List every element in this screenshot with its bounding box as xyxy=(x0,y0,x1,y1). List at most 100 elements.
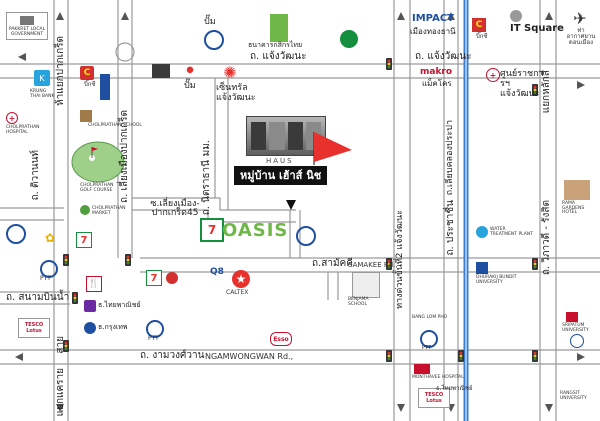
project-name: หมู่บ้าน เฮ้าส์ นิช xyxy=(234,166,328,185)
building-icon xyxy=(152,64,170,78)
road-arrows xyxy=(15,12,585,412)
rangsit-icon xyxy=(570,334,584,348)
bigc-right-icon: C xyxy=(472,18,486,32)
road-label-pakkret: ห้าแยกปากเกร็ด xyxy=(55,36,66,106)
road-label-ngamwongwan-th: ถ. งามวงศ์วาน xyxy=(140,350,205,361)
rama-garden-label: RAMA GARDENS HOTEL xyxy=(562,201,585,215)
oasis-label: OASIS xyxy=(222,220,289,241)
caltex-icon: ★ xyxy=(232,270,250,288)
roundabout xyxy=(115,42,135,62)
gov-complex-label: ศูนย์ราชการฯ แจ้งวัฒนะ xyxy=(500,69,544,99)
chol-golf-label: CHOLPRATHAN GOLF COURSE xyxy=(80,183,114,193)
montawee-icon xyxy=(414,364,430,374)
chol-hospital-icon: + xyxy=(6,112,18,124)
dhurakij-label: DHURAKIJ BUNDIT UNIVERSITY xyxy=(476,275,517,285)
water-plant-label: WATER TREATMENT PLANT xyxy=(490,227,533,237)
ptt-left-b-icon xyxy=(40,260,58,278)
krungthai-label: KRUNG THAI BANK xyxy=(30,89,55,99)
ptt-c-icon xyxy=(146,320,164,338)
impact-label: IMPACT xyxy=(412,13,454,24)
wat-label: BANG LOM PHO xyxy=(412,315,448,320)
chol-market-icon xyxy=(80,205,90,215)
traffic-signals xyxy=(63,58,538,362)
kbank-icon xyxy=(340,30,358,48)
ptt-a-label: PTT xyxy=(40,275,51,282)
road-label-nitradhani: ถ. นิตราธานี xyxy=(201,160,212,216)
it-square-icon xyxy=(510,10,522,22)
golf-green xyxy=(71,141,125,183)
bbl-label: ธ.กรุงเทพ xyxy=(98,323,128,331)
water-plant-icon xyxy=(476,226,488,238)
road-label-sanambin: ถ. สนามบินน้ำ xyxy=(6,292,70,303)
ptt-oasis-icon xyxy=(296,226,316,246)
scb-icon xyxy=(84,300,96,312)
seven-left-icon: 7 xyxy=(76,232,92,248)
project-building-icon xyxy=(246,116,326,156)
makro-label: makro xyxy=(420,67,453,77)
central-tower-icon xyxy=(270,14,288,42)
tesco-tower-icon xyxy=(100,74,110,100)
airplane-icon: ✈ xyxy=(573,8,587,28)
bbl-icon xyxy=(84,322,96,334)
dhurakij-icon xyxy=(476,262,488,274)
ptt-top-icon xyxy=(204,30,224,50)
sripatum-label: SRIPATUM UNIVERSITY xyxy=(562,323,589,333)
seven-center-icon: 7 xyxy=(146,270,162,286)
muang-thong-label: เมืองทองธานี xyxy=(410,27,456,36)
project-arrow xyxy=(286,200,296,210)
bigc-left-label: บิ๊กซี xyxy=(84,81,96,88)
makro-th-label: แม็คโคร xyxy=(422,79,452,88)
pump-center-icon xyxy=(166,272,178,284)
scb-right-label: ธ.ไทยพาณิชย์ xyxy=(436,385,473,392)
road-label-khlong-prapa: ถ.เลียบคลองประปา xyxy=(445,120,455,196)
bigc-right-label: บิ๊กซี xyxy=(476,33,488,40)
tesco-right-icon: TESCO Lotus xyxy=(418,388,450,408)
airport-label: ท่าอากาศยาน ดอนเมือง xyxy=(566,27,596,46)
krungthai-bank-icon: K xyxy=(34,70,50,86)
central-logo-icon: ✺ xyxy=(223,62,237,82)
road-label-express: ทางด่วนขั้นที่2 แจ้งวัฒนะ xyxy=(395,210,405,309)
road-label-samakkee-th: ถ.สามัคคี xyxy=(312,258,353,269)
project-brand: HAUS xyxy=(266,157,294,165)
sripatum-icon xyxy=(566,312,578,322)
it-square-label: IT Square xyxy=(510,23,564,34)
pakkret-govt-icon: PAKKRET LOCAL GOVERNMENT xyxy=(6,12,48,40)
road-label-chaengwattana-right: ถ. แจ้งวัฒนะ xyxy=(415,51,472,62)
kbank-label: ธนาคารกสิกรไทย xyxy=(248,41,303,49)
road-label-chaengwattana-top: ถ. แจ้งวัฒนะ xyxy=(250,51,307,62)
scb-label: ธ.ไทยพาณิชย์ xyxy=(98,301,141,309)
temple-icon: ✿ xyxy=(44,231,56,245)
bigc-left-icon: C xyxy=(80,66,94,80)
rama-garden-icon xyxy=(564,180,590,200)
caltex-label: CALTEX xyxy=(226,289,249,296)
road-label-tiwanon: ถ. ติวานนท์ xyxy=(30,150,41,201)
ptt-d-icon xyxy=(420,330,438,348)
benjama-label: BENJAMA SCHOOL xyxy=(348,297,369,307)
ptt-d-label: PTT xyxy=(422,345,432,351)
chol-school-label: CHOLPRATHAN SCHOOL xyxy=(88,123,142,128)
ptt-c-label: PTT xyxy=(148,335,159,342)
road-soi-45-a xyxy=(132,197,296,211)
road-label-prachachuen: ถ. ประชาชื่น xyxy=(445,200,456,256)
road-label-lai: สาย xyxy=(55,336,66,354)
pump-shell-label: ปั๊ม xyxy=(184,81,196,91)
pump-top-label: ปั๊ม xyxy=(204,17,216,27)
road-soi-45-b xyxy=(132,209,296,223)
benjama-icon xyxy=(352,272,380,298)
chol-hospital-label: CHOLPRATHAN HOSPITAL xyxy=(6,125,40,135)
ptt-left-a-icon xyxy=(6,224,26,244)
chol-market-label: CHOLPRATHAN MARKET xyxy=(92,206,126,216)
q8-label: Q8 xyxy=(210,267,224,277)
tesco-left-icon: TESCO Lotus xyxy=(18,318,50,338)
road-label-mm: มม. xyxy=(201,140,212,157)
road-label-samakkee-en: SAMAKEE Rd., xyxy=(348,261,398,269)
road-label-ngamwongwan-en: NGAMWONGWAN Rd., xyxy=(205,352,294,361)
montawee-label: MONTHAVEE HOSPITAL xyxy=(412,375,464,380)
food-icon: 🍴 xyxy=(86,276,102,292)
road-label-soi45: ซ.เลี่ยงเมือง-ปากเกร็ด45 xyxy=(150,199,200,218)
rangsit-label: RANGSIT UNIVERSITY xyxy=(560,391,587,401)
esso-icon: Esso xyxy=(270,332,292,346)
chol-school-icon xyxy=(80,110,92,122)
